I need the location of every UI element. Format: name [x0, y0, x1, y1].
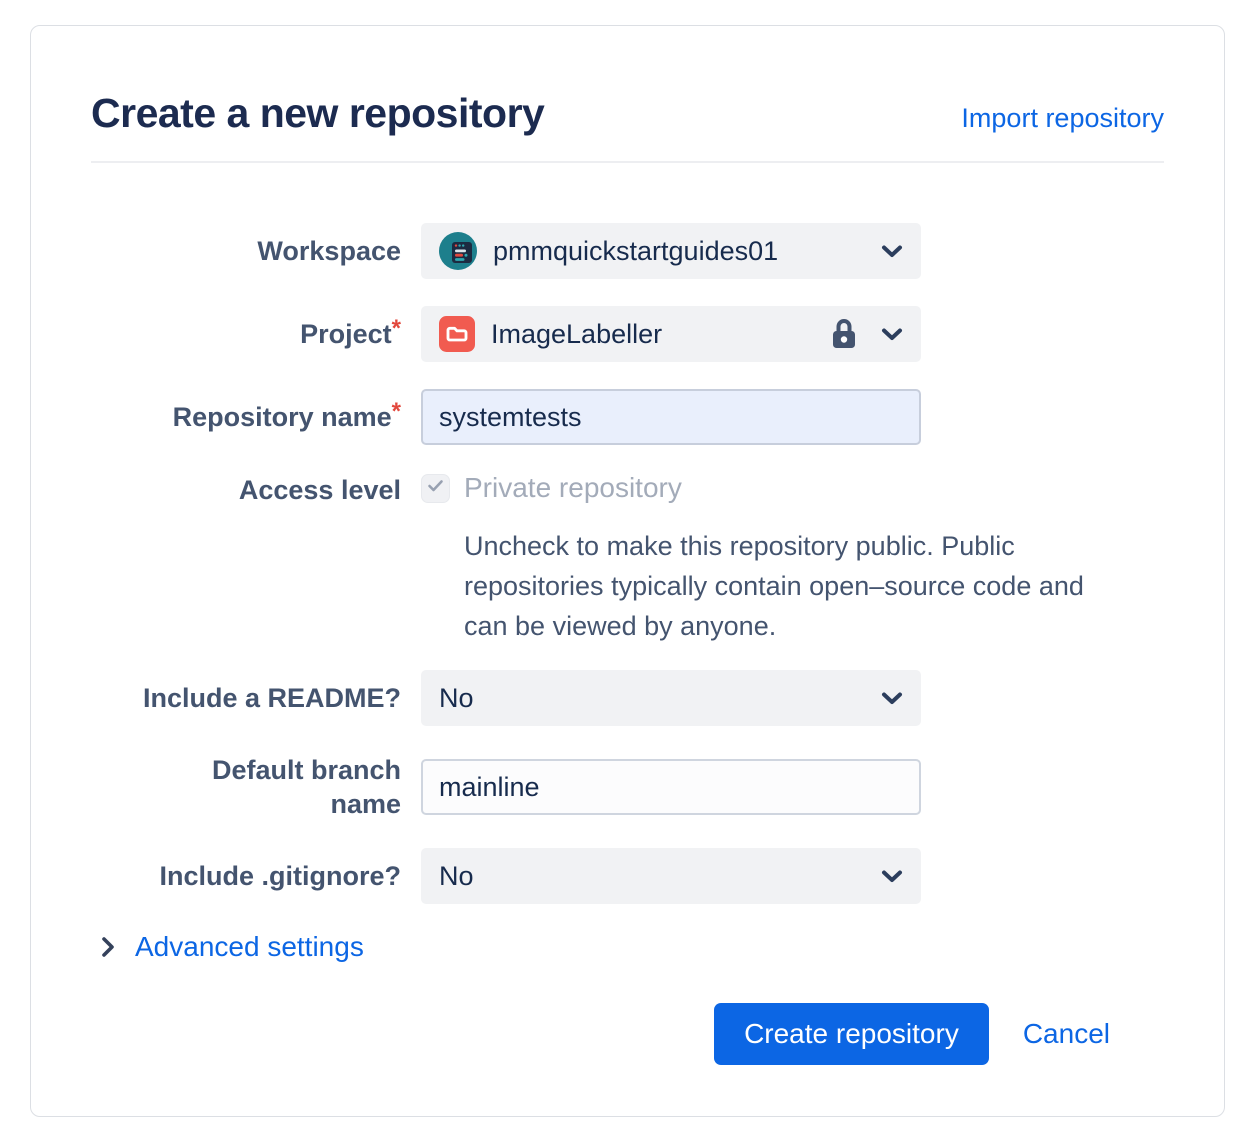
readme-value: No: [439, 682, 474, 713]
readme-row: Include a README? No: [91, 670, 1164, 726]
access-level-help-text: Uncheck to make this repository public. …: [464, 531, 1084, 641]
dialog-footer: Create repository Cancel: [91, 1003, 1164, 1065]
advanced-settings-label: Advanced settings: [135, 931, 364, 962]
private-repository-checkbox[interactable]: [421, 473, 450, 503]
default-branch-input[interactable]: [421, 759, 921, 815]
workspace-label: Workspace: [257, 236, 401, 266]
required-asterisk: *: [391, 398, 401, 425]
page-title: Create a new repository: [91, 90, 545, 136]
chevron-down-icon: [881, 244, 903, 259]
project-folder-icon: [439, 316, 475, 352]
private-repository-label: Private repository: [464, 472, 682, 503]
chevron-down-icon: [881, 869, 903, 884]
project-row: Project* ImageLabeller: [91, 306, 1164, 362]
repository-name-input[interactable]: [421, 389, 921, 445]
import-repository-link[interactable]: Import repository: [961, 103, 1164, 133]
chevron-down-icon: [881, 327, 903, 342]
gitignore-row: Include .gitignore? No: [91, 848, 1164, 904]
default-branch-label: Default branch name: [211, 755, 401, 819]
workspace-select[interactable]: pmmquickstartguides01: [421, 223, 921, 279]
project-label: Project*: [300, 315, 401, 350]
readme-select[interactable]: No: [421, 670, 921, 726]
readme-label: Include a README?: [142, 683, 401, 713]
checkmark-icon: [427, 479, 444, 498]
workspace-avatar-icon: [439, 232, 477, 270]
default-branch-row: Default branch name: [91, 753, 1164, 821]
gitignore-value: No: [439, 860, 474, 891]
chevron-down-icon: [881, 691, 903, 706]
gitignore-select[interactable]: No: [421, 848, 921, 904]
lock-icon: [829, 317, 859, 351]
project-value: ImageLabeller: [491, 318, 663, 349]
advanced-settings-toggle[interactable]: Advanced settings: [101, 931, 364, 963]
access-level-row: Access level Private repository Uncheck …: [91, 472, 1164, 646]
chevron-right-icon: [101, 936, 115, 958]
create-repository-dialog: Create a new repository Import repositor…: [30, 25, 1225, 1117]
dialog-header: Create a new repository Import repositor…: [91, 90, 1164, 137]
gitignore-label: Include .gitignore?: [159, 861, 402, 891]
workspace-value: pmmquickstartguides01: [493, 235, 779, 266]
repository-name-row: Repository name*: [91, 389, 1164, 445]
access-level-label: Access level: [238, 475, 401, 505]
repository-name-label: Repository name*: [172, 398, 401, 433]
project-select[interactable]: ImageLabeller: [421, 306, 921, 362]
required-asterisk: *: [391, 315, 401, 342]
header-divider: [91, 161, 1164, 163]
workspace-row: Workspace pmmquickstart: [91, 223, 1164, 279]
create-repository-button[interactable]: Create repository: [714, 1003, 989, 1065]
cancel-button[interactable]: Cancel: [1009, 1003, 1124, 1065]
